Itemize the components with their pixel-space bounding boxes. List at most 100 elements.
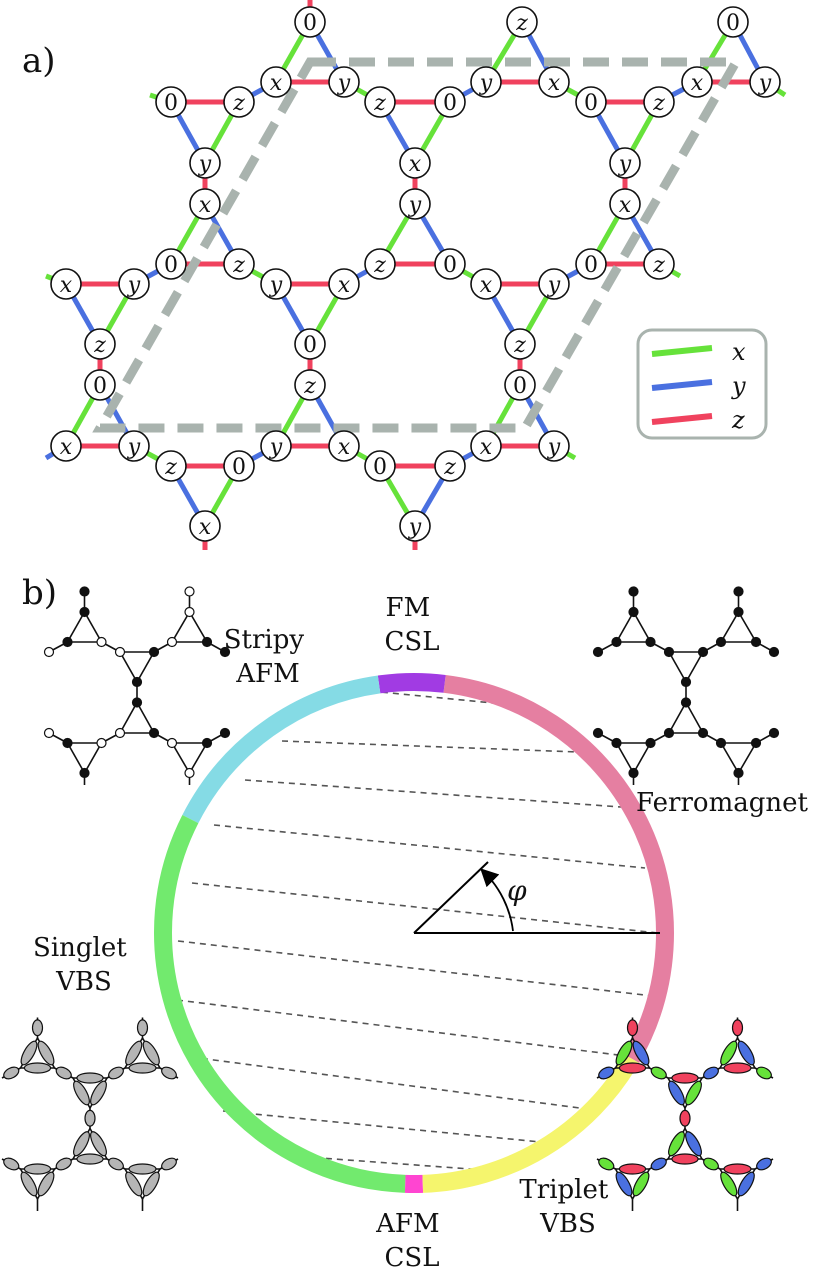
site-circle (399, 510, 431, 542)
inset-spin (611, 636, 622, 648)
inset-bond (632, 742, 652, 774)
inset-dimer (23, 1062, 52, 1074)
site-label: x (199, 193, 212, 218)
inset-spin (114, 727, 126, 739)
inset-dimer (73, 1131, 90, 1157)
inset-spin (184, 606, 195, 618)
inset-spin (715, 737, 727, 749)
inset-ferromagnet (592, 586, 780, 785)
site-node: x (189, 510, 221, 542)
site-circle (50, 268, 82, 300)
legend-swatch-z (651, 413, 713, 425)
site-circle (434, 86, 466, 118)
legend-label-z: z (731, 406, 745, 434)
inset-spin (62, 737, 73, 749)
site-label: y (127, 435, 141, 460)
site-label: z (373, 91, 386, 116)
inset-spin (715, 636, 727, 648)
inset-bond (720, 742, 740, 774)
inset-spin (184, 767, 195, 779)
inset-bond (66, 611, 86, 643)
inset-spin (131, 676, 143, 688)
site-node: 0 (223, 450, 255, 482)
site-circle (223, 450, 255, 482)
site-circle (504, 369, 536, 401)
site-node: z (643, 86, 675, 118)
site-circle (470, 66, 502, 98)
inset-dimer (3, 1157, 20, 1171)
inset-dimer (161, 1066, 177, 1080)
site-label: 0 (93, 374, 107, 399)
label-triplet-vbs: Triplet VBS (519, 1175, 616, 1239)
inset-bond (668, 651, 687, 683)
inset-dimer (723, 1163, 752, 1175)
inset-spin (645, 737, 656, 749)
site-circle (223, 86, 255, 118)
inset-dimer (650, 1157, 667, 1171)
inset-spin (733, 767, 744, 779)
site-node: x (50, 430, 82, 462)
inset-spin (43, 646, 55, 658)
site-circle (50, 430, 82, 462)
site-circle (399, 147, 431, 179)
inset-dimer (723, 1062, 752, 1074)
site-node: 0 (84, 369, 116, 401)
site-node: y (538, 430, 570, 462)
panel-b-label: b) (22, 573, 57, 613)
site-circle (506, 6, 538, 38)
site-circle (399, 188, 431, 220)
ring-segment-fm-csl (377, 673, 446, 694)
inset-bond (171, 742, 191, 774)
site-label: x (548, 71, 561, 96)
inset-dimer (720, 1171, 738, 1197)
inset-spin (79, 606, 90, 618)
inset-bond (615, 742, 635, 774)
inset-bond (136, 651, 155, 683)
site-label: x (338, 435, 351, 460)
site-circle (260, 268, 292, 300)
site-label: y (198, 152, 212, 177)
site-label: 0 (513, 374, 527, 399)
site-label: 0 (584, 91, 598, 116)
site-circle (364, 248, 396, 280)
site-label: y (479, 71, 493, 96)
inset-dimer (76, 1153, 104, 1165)
inset-bond (615, 611, 635, 643)
site-label: 0 (443, 253, 457, 278)
site-node: x (328, 430, 360, 462)
site-node: 0 (294, 328, 326, 360)
inset-spin (114, 646, 126, 658)
inset-spin (733, 586, 744, 597)
site-node: x (50, 268, 82, 300)
site-node: y (399, 188, 431, 220)
ring-segment-ferromagnet (443, 674, 674, 1063)
inset-stripy-afm (43, 586, 231, 785)
inset-dimer (598, 1157, 615, 1171)
site-label: x (60, 435, 73, 460)
site-circle (609, 188, 641, 220)
site-node: y (609, 147, 641, 179)
inset-dimer (720, 1040, 738, 1066)
inset-bond (668, 702, 687, 734)
site-node: x (609, 188, 641, 220)
inset-dimer (125, 1171, 143, 1197)
inset-dimer (703, 1066, 719, 1080)
inset-dimer (20, 1040, 38, 1066)
site-label: z (232, 91, 245, 116)
site-node: z (364, 248, 396, 280)
inset-dimer (615, 1171, 633, 1197)
inset-bond (685, 702, 704, 734)
site-label: z (93, 333, 106, 358)
site-label: y (618, 152, 632, 177)
site-circle (575, 86, 607, 118)
site-node: y (538, 268, 570, 300)
inset-spin (166, 737, 178, 749)
site-label: 0 (373, 455, 387, 480)
site-node: 0 (575, 248, 607, 280)
angle-arc (480, 868, 514, 932)
label-afm-csl: AFM CSL (375, 1209, 448, 1273)
inset-bond (171, 611, 191, 643)
site-label: z (232, 253, 245, 278)
site-node: 0 (434, 248, 466, 280)
